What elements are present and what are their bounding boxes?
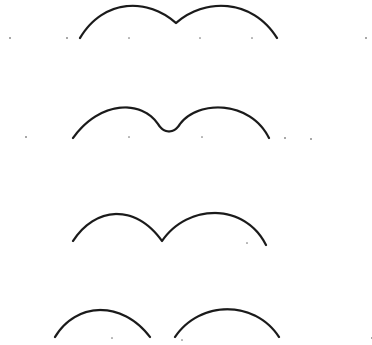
arc-curve-4b bbox=[175, 309, 279, 337]
speck bbox=[25, 136, 27, 138]
speck bbox=[66, 37, 68, 39]
arc-curve-3 bbox=[73, 213, 266, 245]
speck bbox=[251, 37, 253, 39]
speck bbox=[128, 37, 130, 39]
speck bbox=[9, 37, 11, 39]
speck bbox=[246, 242, 248, 244]
arc-panel-4 bbox=[55, 309, 372, 341]
arc-panel-2 bbox=[25, 107, 312, 139]
speck bbox=[310, 138, 312, 140]
speck bbox=[111, 337, 113, 339]
speck bbox=[181, 339, 183, 341]
speck bbox=[199, 37, 201, 39]
speck bbox=[365, 37, 367, 39]
arc-curve-2 bbox=[73, 107, 269, 138]
arc-curve-1 bbox=[80, 6, 277, 38]
speck bbox=[284, 137, 286, 139]
speck bbox=[201, 136, 203, 138]
arc-panel-1 bbox=[9, 6, 367, 39]
arc-panel-3 bbox=[73, 213, 266, 245]
speck bbox=[128, 136, 130, 138]
arc-curve-4a bbox=[55, 310, 150, 337]
